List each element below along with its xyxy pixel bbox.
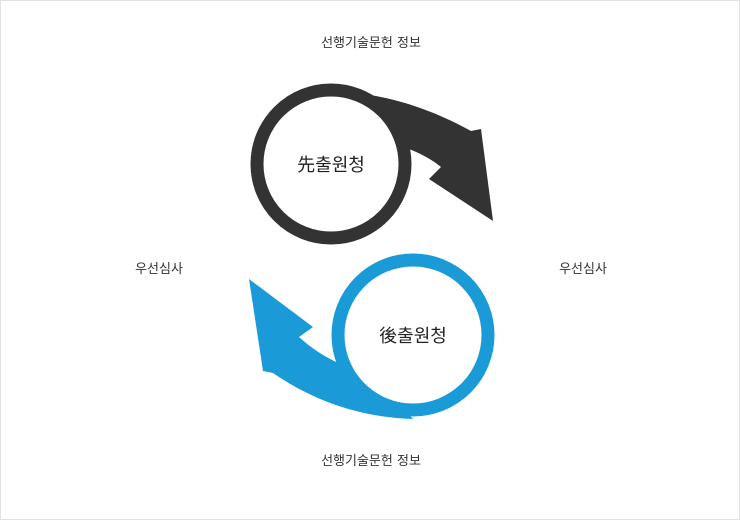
first-office-circle: [250, 83, 412, 245]
left-label: 우선심사: [135, 262, 183, 277]
right-label: 우선심사: [559, 262, 607, 277]
first-office-text: 先출원청: [297, 155, 365, 176]
top-label: 선행기술문헌 정보: [321, 36, 421, 51]
bottom-label: 선행기술문헌 정보: [321, 454, 421, 469]
second-office-circle: [331, 253, 495, 417]
second-office-text: 後출원청: [379, 326, 447, 347]
